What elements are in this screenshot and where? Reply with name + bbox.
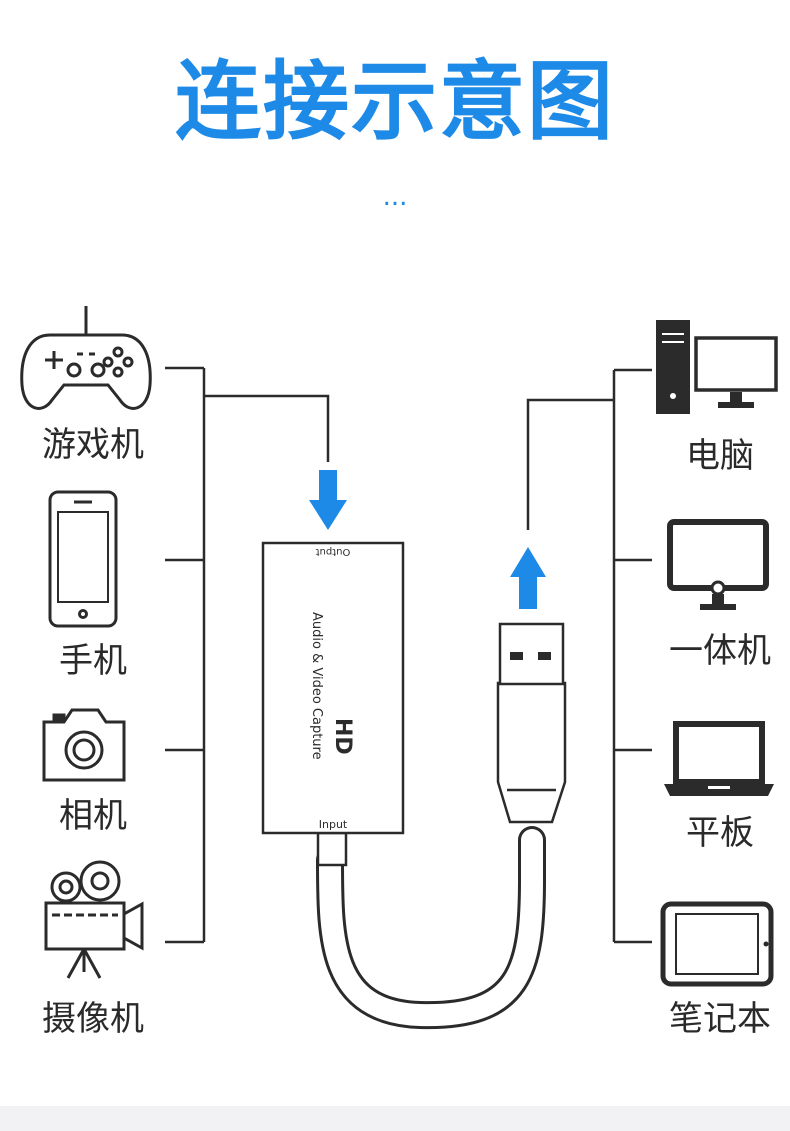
video-camera-icon [44,860,144,979]
smartphone-icon [48,490,118,628]
arrow-down-icon [309,470,347,530]
input-cable-stub [316,831,348,867]
input-connector-lines [165,366,330,944]
tablet-icon [660,901,774,987]
input-label-game-console: 游戏机 [42,425,144,465]
hd-logo: HD [330,718,355,755]
capture-device: Output Audio & Video Capture HD Input [261,541,405,835]
output-port-label: Output [316,546,351,557]
output-connector-lines [526,368,652,944]
product-text: Audio & Video Capture [309,612,324,760]
desktop-pc-icon [656,320,778,414]
gamepad-icon [20,306,152,410]
input-label-camera: 相机 [59,796,127,836]
output-label-notebook: 笔记本 [669,999,771,1039]
camera-icon [42,708,126,782]
input-label-camcorder: 摄像机 [42,999,144,1039]
output-label-computer: 电脑 [686,436,754,476]
bottom-strip [0,1106,790,1131]
input-port-label: Input [319,818,348,831]
usb-plug [496,622,567,824]
output-label-tablet: 平板 [686,813,754,853]
arrow-up-icon [510,547,546,609]
output-label-all-in-one: 一体机 [669,631,771,671]
input-label-phone: 手机 [59,641,127,681]
usb-cable [316,826,546,1030]
all-in-one-icon [667,519,769,610]
laptop-icon [664,721,774,796]
page-title: 连接示意图 [175,52,615,152]
title-dots: ... [382,182,408,212]
